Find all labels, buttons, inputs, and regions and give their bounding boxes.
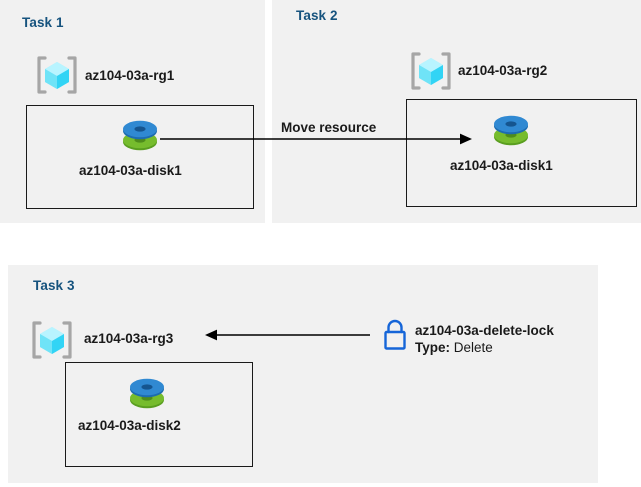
move-resource-label: Move resource — [281, 120, 377, 135]
disk-label-task2: az104-03a-disk1 — [450, 158, 553, 173]
resource-group-icon — [408, 48, 454, 94]
resource-group-icon — [29, 317, 75, 363]
resource-container-task1 — [26, 105, 254, 209]
resource-container-task2 — [406, 99, 637, 207]
task-panel-task2 — [272, 0, 641, 223]
delete-lock-type-key: Type: — [415, 340, 451, 356]
task-panel-task1 — [0, 0, 265, 223]
lock-icon — [378, 317, 412, 353]
managed-disk-icon — [118, 115, 162, 157]
managed-disk-icon — [125, 373, 169, 415]
task-panel-task3 — [8, 265, 598, 483]
disk-label-task1: az104-03a-disk1 — [79, 163, 182, 178]
resource-group-label-task3: az104-03a-rg3 — [84, 331, 174, 346]
task-title-task1: Task 1 — [22, 15, 64, 30]
resource-container-task3 — [65, 362, 253, 467]
resource-group-icon — [34, 52, 80, 98]
delete-lock-type-value-text: Delete — [453, 340, 493, 356]
delete-lock-name: az104-03a-delete-lock — [415, 323, 554, 338]
move-resource-arrow — [160, 133, 472, 145]
task-title-task3: Task 3 — [33, 278, 75, 293]
delete-lock-arrow — [205, 329, 370, 341]
managed-disk-icon — [489, 110, 533, 152]
resource-group-label-task2: az104-03a-rg2 — [458, 63, 548, 78]
delete-lock-type-row: Type: Delete — [415, 339, 554, 356]
disk-label-task3: az104-03a-disk2 — [78, 418, 181, 433]
delete-lock-info: az104-03a-delete-lock Type: Delete — [415, 322, 554, 357]
task-title-task2: Task 2 — [296, 8, 338, 23]
resource-group-label-task1: az104-03a-rg1 — [85, 68, 175, 83]
